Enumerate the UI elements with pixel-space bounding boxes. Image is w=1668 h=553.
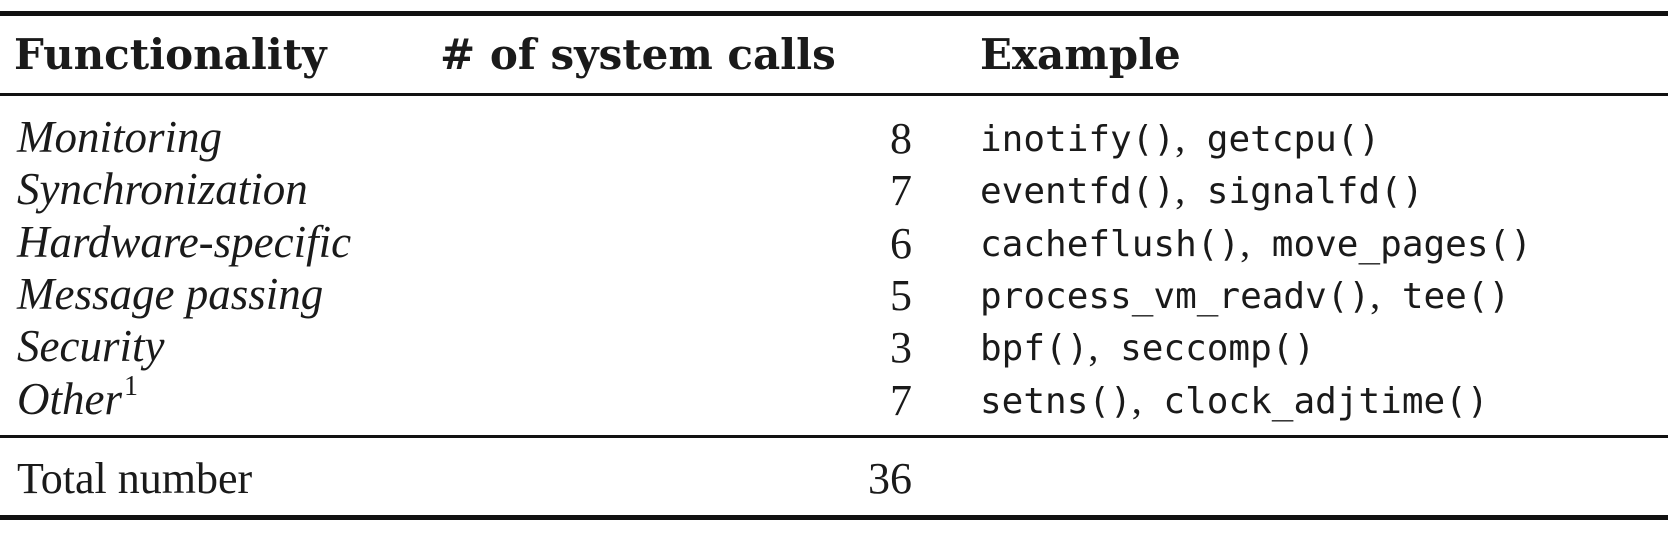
functionality-label: Security [17, 321, 165, 371]
example-separator: , [1370, 272, 1381, 317]
row-count: 8 [890, 114, 912, 163]
row-functionality: Monitoring [17, 115, 222, 160]
example-call: signalfd() [1206, 171, 1424, 212]
row-example: setns(), clock_adjtime() [980, 380, 1489, 420]
row-count: 6 [890, 219, 912, 268]
row-example: cacheflush(), move_pages() [980, 223, 1532, 263]
functionality-label: Other [17, 374, 122, 424]
example-separator: , [1088, 324, 1099, 369]
row-functionality: Security [17, 324, 164, 369]
header-functionality: Functionality [14, 30, 327, 79]
row-functionality: Hardware-specific [17, 220, 351, 265]
bottom-rule [0, 515, 1668, 520]
example-separator: , [1131, 377, 1142, 422]
total-rule [0, 435, 1668, 438]
footnote-marker: 1 [124, 371, 138, 402]
row-example: inotify(), getcpu() [980, 118, 1380, 158]
example-call: inotify() [980, 119, 1176, 160]
row-functionality: Message passing [17, 272, 323, 317]
row-example: eventfd(), signalfd() [980, 170, 1424, 210]
example-call: setns() [980, 381, 1132, 422]
example-call: seccomp() [1120, 328, 1316, 369]
example-call: eventfd() [980, 171, 1176, 212]
functionality-label: Synchronization [17, 164, 308, 214]
row-functionality: Other1 [17, 373, 138, 424]
example-separator: , [1175, 115, 1186, 160]
example-call: tee() [1401, 276, 1511, 317]
header-example: Example [980, 30, 1181, 79]
functionality-label: Message passing [17, 269, 324, 319]
total-count: 36 [868, 454, 912, 503]
row-count: 7 [890, 376, 912, 425]
row-count: 3 [890, 323, 912, 372]
example-call: cacheflush() [980, 224, 1241, 265]
top-rule [0, 11, 1668, 16]
example-call: clock_adjtime() [1163, 381, 1489, 422]
example-call: bpf() [980, 328, 1089, 369]
row-count: 5 [890, 271, 912, 320]
header-rule [0, 93, 1668, 96]
functionality-label: Hardware-specific [17, 217, 352, 267]
row-count: 7 [890, 166, 912, 215]
example-separator: , [1175, 167, 1186, 212]
row-example: process_vm_readv(), tee() [980, 275, 1510, 315]
row-example: bpf(), seccomp() [980, 327, 1315, 367]
total-label: Total number [17, 454, 253, 503]
example-separator: , [1240, 220, 1251, 265]
example-call: move_pages() [1271, 224, 1532, 265]
example-call: getcpu() [1206, 119, 1381, 160]
functionality-label: Monitoring [17, 112, 223, 162]
example-call: process_vm_readv() [980, 276, 1371, 317]
header-count: # of system calls [440, 30, 836, 79]
row-functionality: Synchronization [17, 167, 308, 212]
